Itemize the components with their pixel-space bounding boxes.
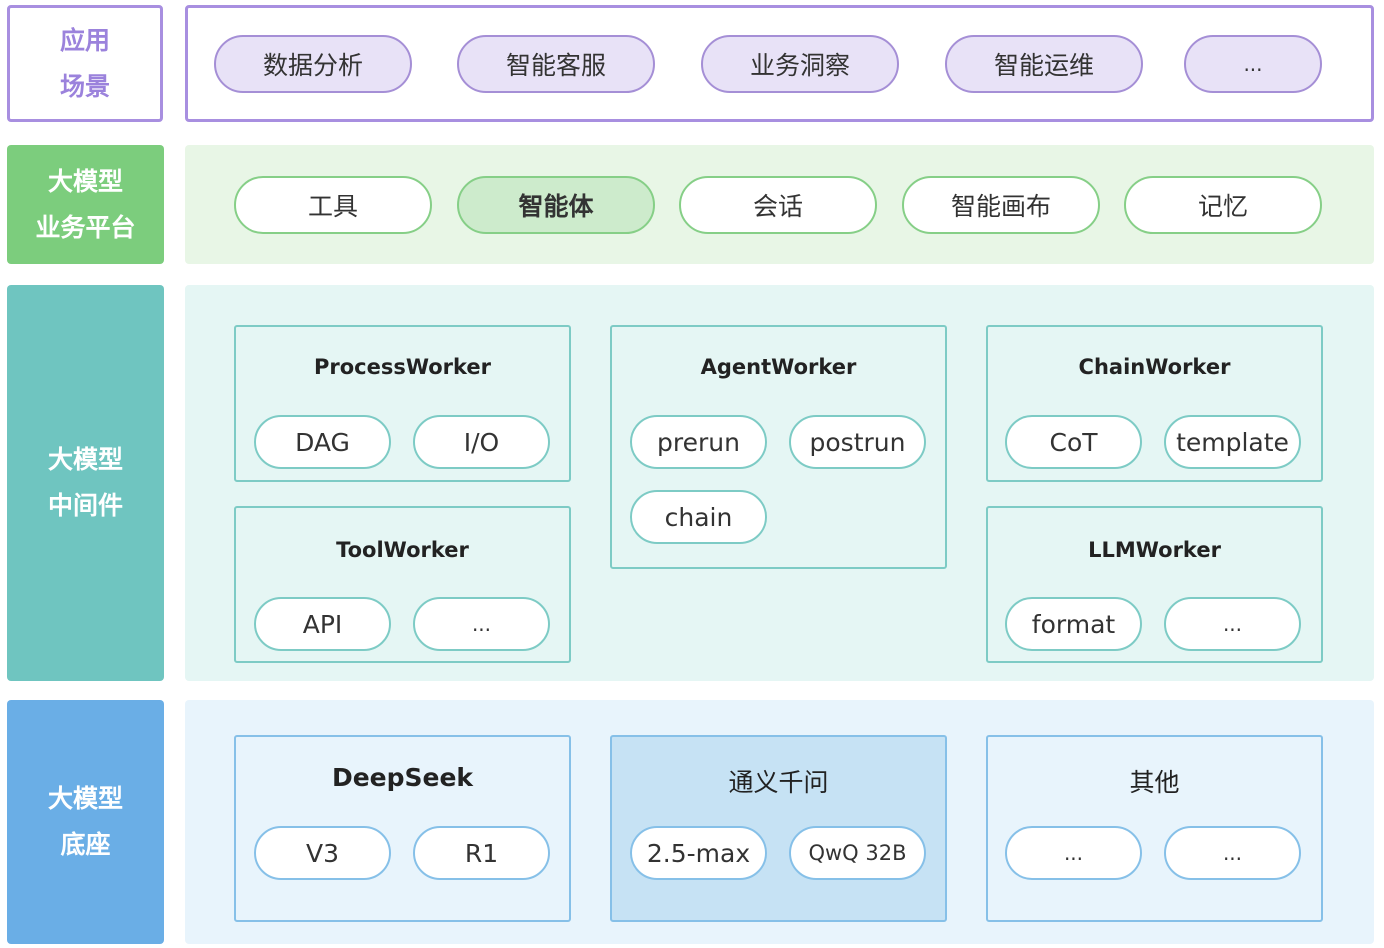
worker-agent-item-postrun[interactable]: postrun — [789, 415, 926, 469]
model-deepseek-item-v3[interactable]: V3 — [254, 826, 391, 880]
worker-tool-item-api[interactable]: API — [254, 597, 391, 651]
app-item-business-insight[interactable]: 业务洞察 — [701, 35, 899, 93]
worker-process-item-io[interactable]: I/O — [413, 415, 550, 469]
worker-chain-title: ChainWorker — [1078, 355, 1231, 379]
base-layer-label-line2: 底座 — [60, 830, 111, 859]
worker-llm-item-format[interactable]: format — [1005, 597, 1142, 651]
worker-chain-item-cot[interactable]: CoT — [1005, 415, 1142, 469]
app-layer-label-line1: 应用 — [59, 25, 110, 55]
model-qwen-title: 通义千问 — [728, 768, 829, 797]
model-qwen-item-25max[interactable]: 2.5-max — [630, 826, 767, 880]
worker-process-item-dag[interactable]: DAG — [254, 415, 391, 469]
model-other-item-more-2[interactable]: ... — [1164, 826, 1301, 880]
worker-tool-title: ToolWorker — [336, 538, 469, 562]
platform-layer-label-line1: 大模型 — [47, 166, 123, 196]
base-layer-label: 大模型 底座 — [7, 700, 164, 944]
worker-tool-item-more[interactable]: ... — [413, 597, 550, 651]
app-item-more[interactable]: ... — [1184, 35, 1322, 93]
model-other-item-more-1[interactable]: ... — [1005, 826, 1142, 880]
platform-layer-label: 大模型 业务平台 — [7, 145, 164, 264]
worker-agent-item-prerun[interactable]: prerun — [630, 415, 767, 469]
app-item-ops[interactable]: 智能运维 — [945, 35, 1143, 93]
base-layer-label-line1: 大模型 — [47, 784, 123, 813]
worker-agent-item-chain[interactable]: chain — [630, 490, 767, 544]
model-deepseek-item-r1[interactable]: R1 — [413, 826, 550, 880]
app-item-customer-service[interactable]: 智能客服 — [457, 35, 655, 93]
worker-llm-item-more[interactable]: ... — [1164, 597, 1301, 651]
platform-item-agent[interactable]: 智能体 — [457, 176, 655, 234]
middleware-layer-label-line1: 大模型 — [47, 445, 123, 474]
worker-chain-item-template[interactable]: template — [1164, 415, 1301, 469]
middleware-layer-label-line2: 中间件 — [47, 491, 123, 520]
middleware-layer-label: 大模型 中间件 — [7, 285, 164, 681]
worker-chain: ChainWorker — [986, 325, 1323, 482]
platform-item-memory[interactable]: 记忆 — [1124, 176, 1322, 234]
worker-process-title: ProcessWorker — [313, 355, 492, 379]
platform-layer-label-line2: 业务平台 — [35, 212, 136, 242]
platform-item-canvas[interactable]: 智能画布 — [902, 176, 1100, 234]
model-other-title: 其他 — [1129, 768, 1180, 797]
app-layer-label: 应用 场景 — [7, 5, 163, 122]
app-layer-label-line2: 场景 — [59, 71, 110, 101]
app-item-data-analysis[interactable]: 数据分析 — [214, 35, 412, 93]
worker-agent-title: AgentWorker — [700, 355, 857, 379]
model-qwen-item-qwq32b[interactable]: QwQ 32B — [789, 826, 926, 880]
model-deepseek-title: DeepSeek — [331, 763, 474, 792]
platform-item-session[interactable]: 会话 — [679, 176, 877, 234]
platform-item-tools[interactable]: 工具 — [234, 176, 432, 234]
worker-llm-title: LLMWorker — [1088, 538, 1221, 562]
